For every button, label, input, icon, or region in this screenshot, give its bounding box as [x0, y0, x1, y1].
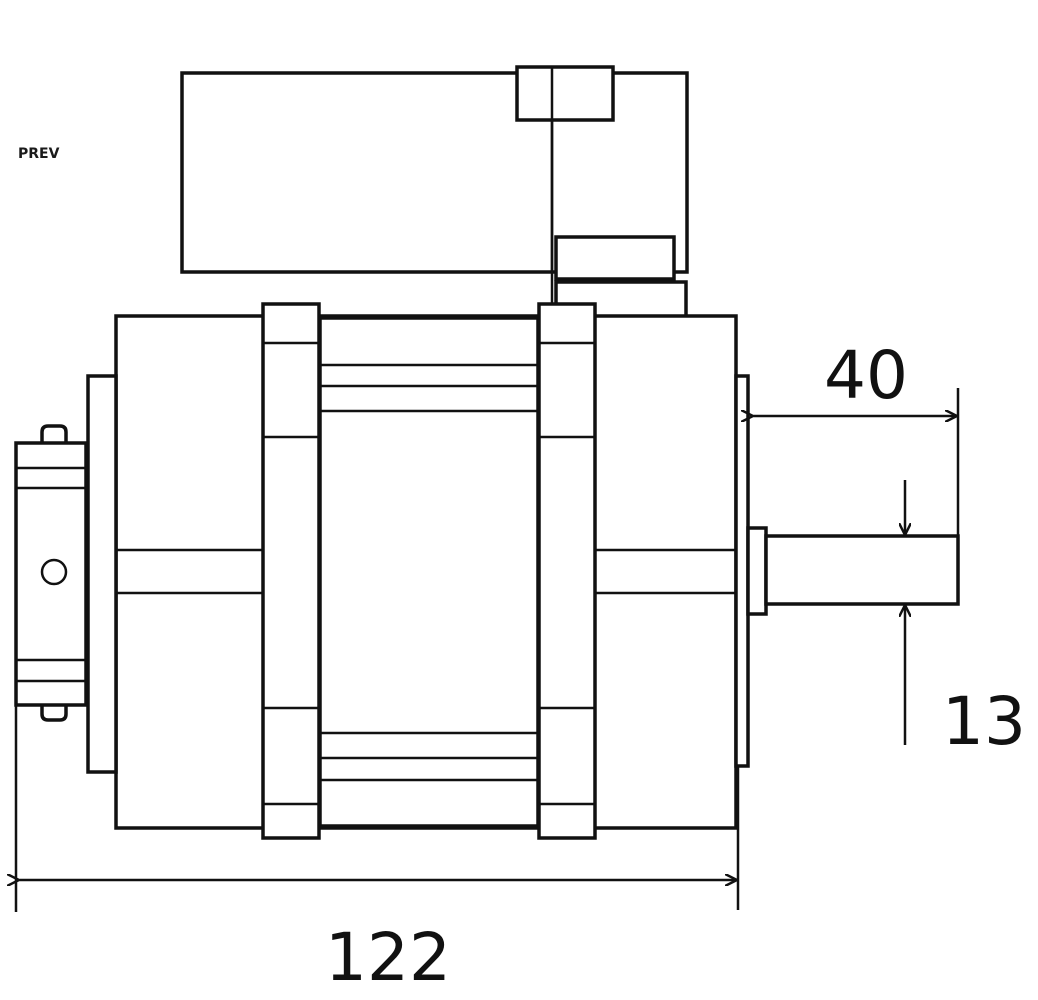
dim-shaft-diameter-label: 13 [942, 683, 1026, 760]
dim-shaft-length-label: 40 [824, 337, 908, 414]
rear-end-cap [14, 374, 118, 774]
motor-body [114, 314, 738, 830]
dim-shaft-diameter: 13 [905, 480, 1026, 760]
right-clamp-band [537, 302, 597, 840]
terminal-box [180, 65, 689, 326]
output-shaft [764, 534, 960, 606]
left-clamp-band [261, 302, 321, 840]
dim-shaft-length: 40 [752, 337, 960, 536]
prev-button[interactable]: PREV [18, 146, 60, 162]
dim-overall-length-label: 122 [325, 919, 451, 996]
dim-overall-length: 122 [16, 705, 740, 996]
front-flange [734, 374, 768, 768]
mount-hole-icon [40, 558, 68, 586]
